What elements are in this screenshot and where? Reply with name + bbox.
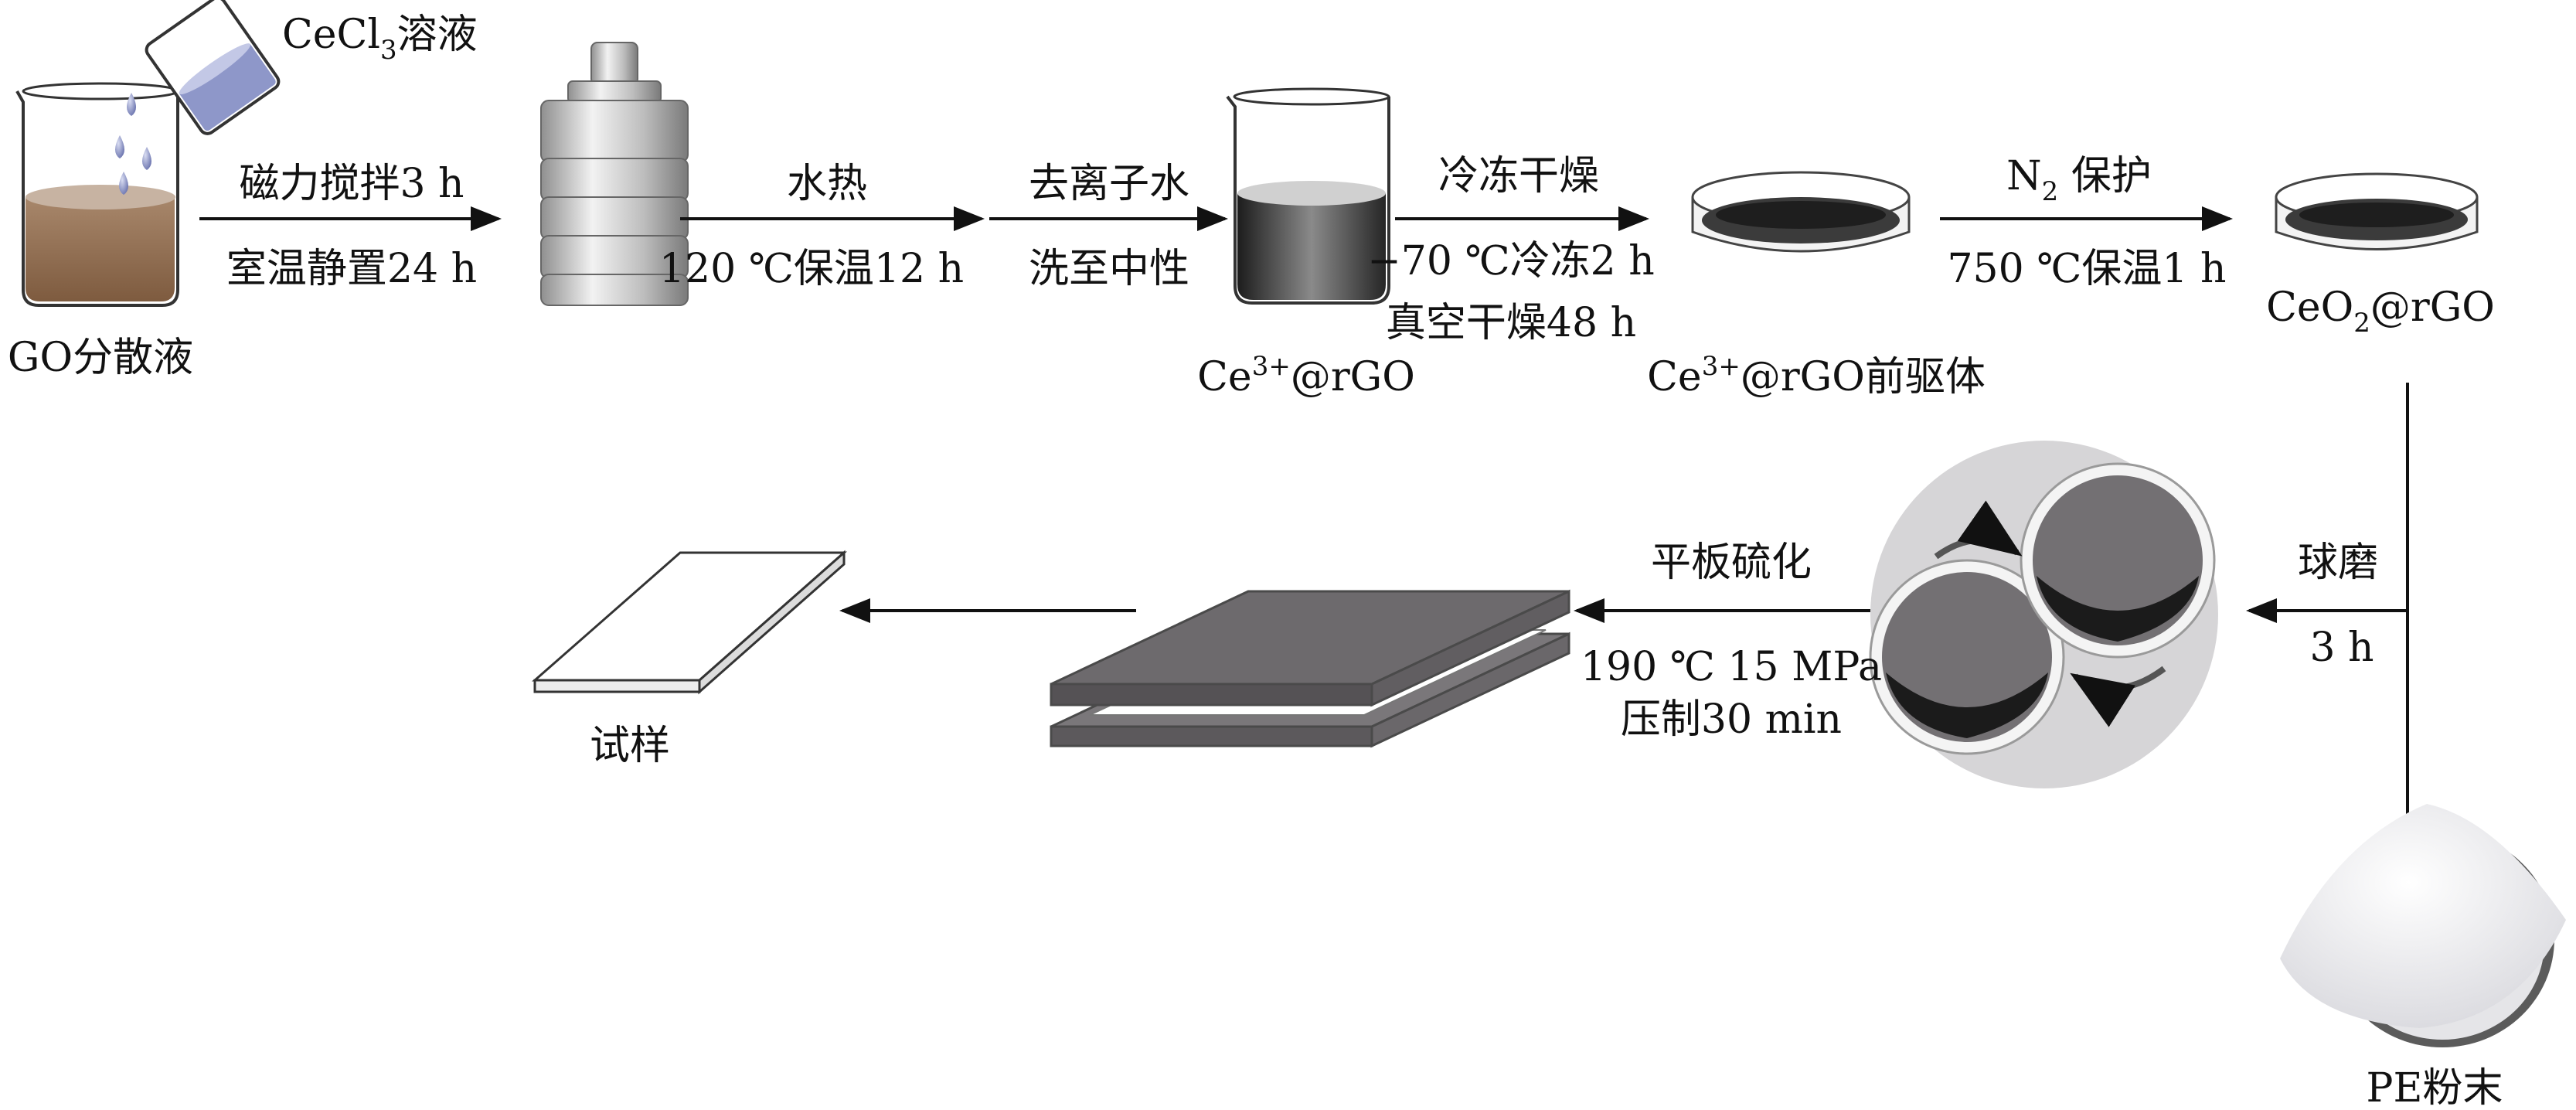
droplet-icon [127, 93, 136, 116]
step-anneal-bottom: 750 ℃保温1 h [1947, 246, 2226, 292]
specimen-sheet [532, 550, 847, 695]
ceo2-rgo-petri-dish [2275, 172, 2479, 250]
step-hydrothermal-top: 水热 [787, 161, 867, 207]
step-stir-top: 磁力搅拌3 h [239, 161, 464, 207]
step-stir-bottom: 室温静置24 h [226, 246, 477, 292]
pe-powder-pile [2280, 804, 2566, 1047]
step-wash-bottom: 洗至中性 [1029, 246, 1189, 292]
step-vulcanize-bottom2: 压制30 min [1621, 696, 1842, 743]
go-dispersion-label: GO分散液 [8, 335, 193, 381]
droplet-icon [115, 135, 124, 158]
precursor-petri-dish [1691, 171, 1911, 253]
ce-rgo-beaker [1226, 87, 1390, 305]
step-wash-top: 去离子水 [1029, 161, 1189, 207]
rotation-arrow-icon [1934, 500, 2023, 560]
step-freeze-dry-bottom2: 真空干燥48 h [1386, 300, 1636, 346]
ce-rgo-label: Ce3+@rGO [1197, 351, 1415, 400]
step-freeze-dry-top: 冷冻干燥 [1438, 153, 1599, 199]
hydrothermal-reactor [540, 42, 689, 306]
mill-jar-right [2020, 462, 2216, 659]
mill-jar-left [1869, 559, 2065, 755]
precursor-label: Ce3+@rGO前驱体 [1647, 351, 1986, 400]
cecl3-beaker [145, 0, 281, 135]
step-anneal-top: N2 保护 [2006, 153, 2152, 207]
pe-powder-label: PE粉末 [2367, 1065, 2503, 1110]
droplet-icon [119, 172, 128, 195]
droplet-icon [142, 147, 151, 170]
rotation-arrow-icon [2070, 666, 2166, 727]
step-ball-mill-top: 球磨 [2298, 540, 2378, 586]
step-vulcanize-top: 平板硫化 [1651, 540, 1812, 586]
ball-mill [1869, 441, 2218, 788]
ceo2-rgo-label: CeO2@rGO [2266, 284, 2495, 339]
go-dispersion-beaker [15, 82, 179, 307]
cecl3-label: CeCl3溶液 [282, 12, 478, 66]
step-freeze-dry-bottom: −70 ℃冷冻2 h [1367, 238, 1655, 284]
step-hydrothermal-bottom: 120 ℃保温12 h [659, 246, 964, 292]
specimen-label: 试样 [590, 723, 670, 769]
step-vulcanize-bottom: 190 ℃ 15 MPa [1581, 644, 1882, 690]
flat-press [1050, 589, 1570, 748]
step-ball-mill-bottom: 3 h [2309, 625, 2374, 671]
